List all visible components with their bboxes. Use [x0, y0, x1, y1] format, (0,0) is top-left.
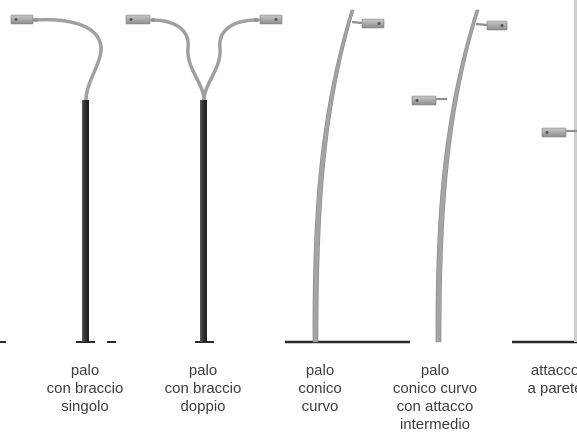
- conical-curved-pole-illustration: [285, 9, 410, 344]
- fixture-bolt: [14, 18, 18, 21]
- caption-line: palo: [188, 362, 218, 379]
- caption-line: intermedio: [399, 416, 471, 433]
- lamp-fixture: [10, 14, 34, 25]
- arm-joint: [34, 18, 38, 22]
- fixture-bolt: [274, 18, 278, 21]
- caption-line: a parete: [527, 380, 577, 397]
- pole-shaft: [82, 100, 89, 342]
- double-arm-pole-illustration: [107, 14, 283, 343]
- fixture-bolt: [129, 18, 133, 21]
- conical-curved-intermediate-pole-illustration: [411, 9, 508, 343]
- pole-arm-left: [150, 18, 206, 102]
- caption-line: singolo: [61, 398, 109, 415]
- caption-single-arm-pole: palo con braccio singolo: [30, 362, 140, 416]
- caption-double-arm-pole: palo con braccio doppio: [148, 362, 258, 416]
- caption-line: palo: [70, 362, 100, 379]
- wall-edge: [574, 0, 577, 342]
- lamp-fixture-intermediate: [411, 95, 437, 106]
- arm-joint: [254, 18, 258, 22]
- caption-line: conico curvo: [392, 380, 478, 397]
- caption-conical-curved-pole: palo conico curvo: [265, 362, 375, 416]
- caption-line: con braccio: [46, 380, 124, 397]
- fixture-bolt: [415, 99, 419, 102]
- caption-line: curvo: [301, 398, 339, 415]
- pole-arm-right: [202, 18, 260, 102]
- fixture-bolt: [377, 22, 381, 25]
- lamp-fixture: [541, 127, 567, 138]
- caption-conical-curved-intermediate-pole: palo conico curvo con attacco intermedio: [380, 362, 490, 434]
- pole-shaft: [312, 9, 355, 343]
- caption-line: con attacco: [396, 398, 474, 415]
- lamp-fixture-right: [259, 14, 283, 25]
- wall-mount-illustration: [512, 0, 577, 344]
- pole-arm: [32, 17, 103, 102]
- arm-joint: [151, 18, 155, 22]
- fixture-bolt: [500, 24, 504, 27]
- caption-line: conico: [298, 380, 342, 397]
- caption-line: palo: [305, 362, 335, 379]
- caption-line: doppio: [180, 398, 226, 415]
- caption-wall-mount: attacco a parete: [500, 362, 577, 398]
- caption-line: attacco: [530, 362, 577, 379]
- fixture-bracket: [351, 20, 363, 25]
- fixture-bracket: [475, 22, 488, 27]
- lamp-fixture-left: [125, 14, 151, 25]
- pole-shaft: [435, 9, 480, 343]
- pole-shaft: [200, 100, 207, 342]
- lamp-fixture-top: [486, 20, 508, 31]
- caption-line: con braccio: [164, 380, 242, 397]
- lamp-fixture: [361, 18, 385, 29]
- fixture-bolt: [545, 131, 549, 134]
- single-arm-pole-illustration: [0, 14, 103, 343]
- caption-line: palo: [420, 362, 450, 379]
